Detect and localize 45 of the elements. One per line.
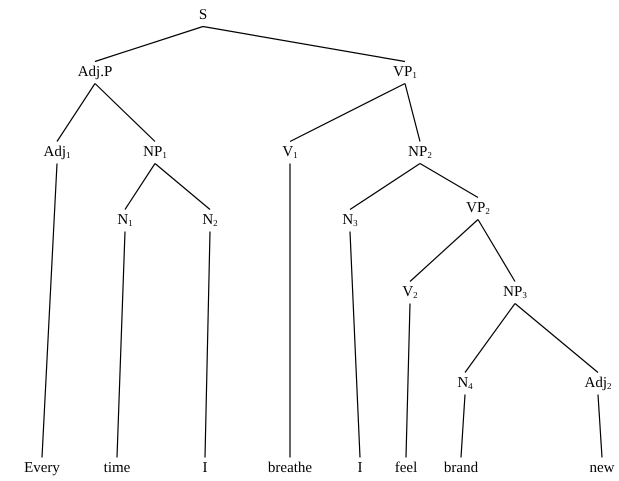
category-label: VP$_{2}$ <box>465 200 491 216</box>
tree-branch-line <box>290 82 406 142</box>
tree-branch-line <box>349 231 361 458</box>
tree-branch-line <box>124 163 156 210</box>
word-label: breathe <box>266 460 314 476</box>
tree-branch-line <box>41 163 58 458</box>
tree-branch-line <box>350 163 420 210</box>
category-label: V$_{2}$ <box>401 284 419 300</box>
category-label: NP$_{3}$ <box>502 284 528 300</box>
tree-branch-line <box>514 303 598 373</box>
tree-branch-line <box>116 231 126 458</box>
tree-branch-line <box>410 219 478 282</box>
tree-branch-line <box>202 26 406 62</box>
word-label: I <box>202 460 208 476</box>
category-label: S <box>198 6 208 24</box>
tree-branch-line <box>477 219 516 282</box>
tree-branch-line <box>94 83 156 142</box>
category-label: Adj$_{2}$ <box>584 374 612 392</box>
tree-branch-line <box>460 394 466 458</box>
category-label: N$_{2}$ <box>201 212 219 228</box>
tree-branch-line <box>420 162 478 198</box>
word-label: time <box>102 460 132 476</box>
category-label: NP$_{2}$ <box>407 144 433 160</box>
tree-branch-line <box>597 394 603 458</box>
word-label: Every <box>23 460 61 476</box>
word-label: brand <box>442 460 480 476</box>
category-label: VP$_{1}$ <box>392 64 418 80</box>
word-label: I <box>356 460 364 476</box>
tree-branch-line <box>404 83 421 142</box>
tree-branch-line <box>289 164 291 458</box>
tree-branch-line <box>94 26 204 62</box>
category-label: N$_{3}$ <box>341 212 359 228</box>
tree-branch-line <box>464 303 516 373</box>
tree-branch-line <box>204 231 211 458</box>
word-label: feel <box>394 460 418 476</box>
category-label: Adj$_{1}$ <box>42 144 72 160</box>
category-label: V$_{1}$ <box>281 144 299 160</box>
category-label: NP$_{1}$ <box>142 144 168 160</box>
word-label: new <box>588 460 616 476</box>
category-label: N$_{1}$ <box>116 212 134 228</box>
category-label: Adj.P <box>76 64 114 80</box>
tree-branch-line <box>405 303 411 458</box>
tree-branch-line <box>154 163 210 210</box>
category-label: N$_{4}$ <box>456 374 474 392</box>
tree-branch-line <box>56 83 96 142</box>
